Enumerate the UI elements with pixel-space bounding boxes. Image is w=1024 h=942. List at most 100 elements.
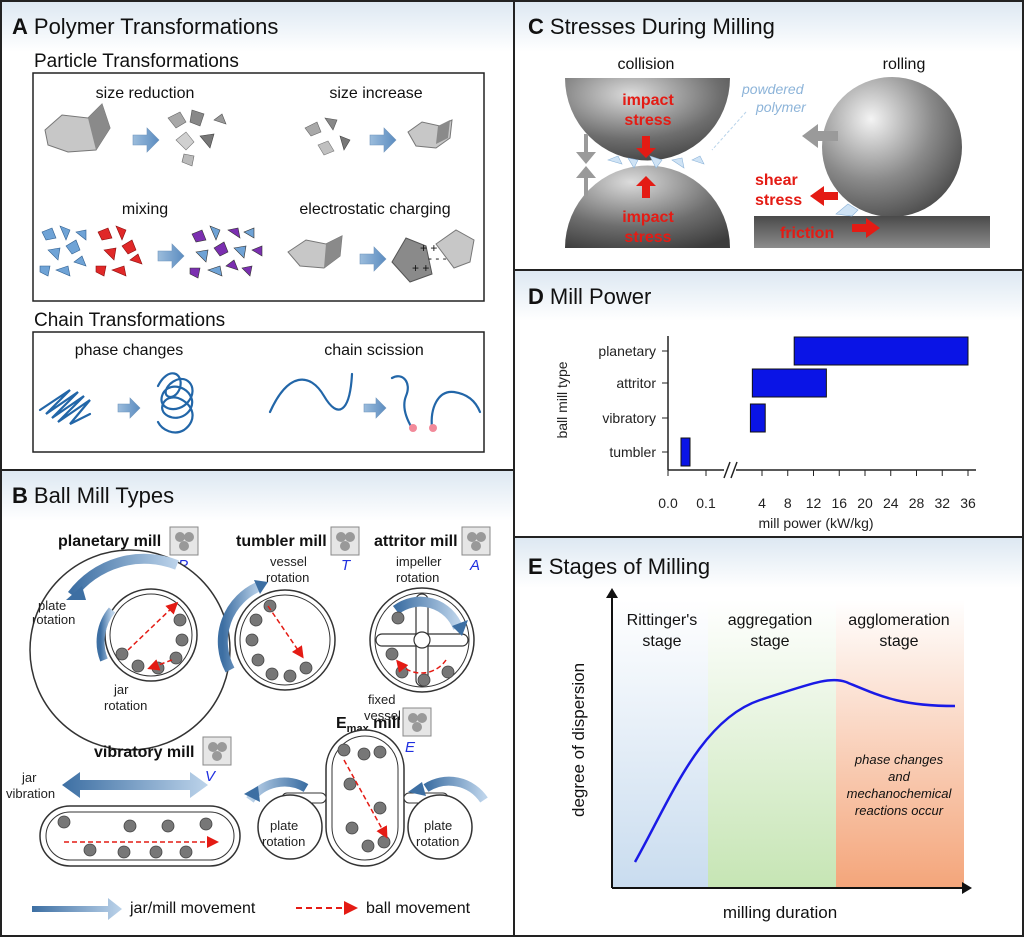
- collision-powder: [607, 155, 705, 169]
- chain-scission-illustration: [268, 372, 482, 432]
- vibratory-balls: [57, 815, 213, 859]
- jar-vibration-label-1: jar: [21, 770, 37, 785]
- impeller-rotation-arrow: [392, 596, 463, 630]
- jar-vibration-arrow: [62, 772, 208, 798]
- impact-stress-top-1: impact: [622, 92, 674, 109]
- arrow-icon: [363, 397, 387, 419]
- tumbler-balls: [245, 599, 313, 683]
- mixing-label: mixing: [122, 201, 168, 218]
- arrow-icon: [117, 397, 141, 419]
- vibratory-icon: [202, 736, 232, 766]
- bar-attritor: [751, 368, 827, 398]
- axis-break-mark-1: [723, 461, 731, 479]
- impact-arrow-down: [636, 136, 656, 158]
- y-axis-arrowhead: [606, 588, 618, 598]
- tumbler-mill-label: tumbler mill: [236, 533, 327, 550]
- panel-d-ylabel: ball mill type: [554, 361, 570, 438]
- panel-e-header-bg: [515, 538, 1022, 588]
- axis-break-mark-2: [730, 461, 738, 479]
- vessel-rotation-label-2: rotation: [266, 570, 309, 585]
- size-increase-label: size increase: [329, 85, 422, 102]
- emax-plate-left: [257, 794, 323, 860]
- impact-stress-top-2: stress: [624, 112, 671, 129]
- bar-planetary: [793, 336, 969, 366]
- rolling-ball: [822, 77, 962, 217]
- xtick-label: 4: [758, 495, 766, 511]
- stage-aggregation-bg: [708, 600, 836, 888]
- up-arrow-icon: [576, 166, 596, 196]
- attritor-icon: [461, 526, 491, 556]
- phase-change-note: phase changes and mechanochemical reacti…: [847, 752, 953, 818]
- note-line-1: phase changes: [854, 752, 944, 767]
- shear-arrow: [810, 186, 838, 206]
- collision-label: collision: [618, 56, 675, 73]
- panel-a-header-bg: [2, 2, 513, 52]
- arrow-icon: [359, 246, 387, 272]
- vibratory-mill-label: vibratory mill: [94, 744, 194, 761]
- panel-d-header-bg: [515, 271, 1022, 321]
- planetary-mill-label: planetary mill: [58, 533, 161, 550]
- arrow-icon: [132, 127, 160, 153]
- x-axis-arrowhead: [962, 882, 972, 894]
- plate-rotation-arrow: [67, 553, 179, 599]
- planetary-icon: [169, 526, 199, 556]
- legend-jar-arrow: [32, 898, 122, 920]
- category-label-attritor: attritor: [616, 375, 656, 391]
- particle-transformations-heading: Particle Transformations: [34, 51, 239, 72]
- jar-rotation-label-1: jar: [113, 682, 129, 697]
- emax-plate-rotation-left-1: plate: [270, 818, 298, 833]
- emax-icon: [402, 707, 432, 737]
- impeller-rotation-label-1: impeller: [396, 554, 442, 569]
- bar-tumbler: [680, 437, 691, 467]
- panel-c-header-bg: [515, 2, 1022, 52]
- shear-stress-label-1: shear: [755, 172, 798, 189]
- attritor-code: A: [469, 557, 480, 574]
- friction-label: friction: [780, 225, 834, 242]
- down-arrow-icon: [576, 134, 596, 164]
- arrow-icon: [157, 243, 185, 269]
- fixed-vessel-label-2: vessel: [364, 708, 401, 723]
- chain-box: [32, 331, 485, 453]
- svg-text:- - -: - - -: [428, 251, 447, 265]
- note-line-3: mechanochemical: [847, 786, 953, 801]
- impeller-rotation-label-2: rotation: [396, 570, 439, 585]
- xtick-label: 24: [883, 495, 899, 511]
- vessel-rotation-arrow: [217, 581, 263, 673]
- friction-arrow: [852, 218, 880, 238]
- xtick-label: 8: [784, 495, 792, 511]
- electrostatic-charging-label: electrostatic charging: [299, 201, 450, 218]
- jar-rotation-arrow: [96, 607, 116, 662]
- fixed-vessel-label-1: fixed: [368, 692, 395, 707]
- panel-d-bars: [680, 336, 969, 467]
- plate-rotation-label-1: plate: [38, 598, 66, 613]
- legend-jar-label: jar/mill movement: [129, 900, 256, 917]
- size-increase-illustration: [304, 117, 453, 156]
- powdered-polymer-label-1: powdered: [741, 81, 805, 97]
- stage-rittinger-bg: [612, 600, 708, 888]
- tumbler-code: T: [341, 557, 352, 574]
- xtick-label: 20: [857, 495, 873, 511]
- collision-ball-bottom: [565, 165, 730, 248]
- stage-3-label-1: agglomeration: [848, 612, 949, 629]
- phase-changes-label: phase changes: [75, 342, 184, 359]
- panel-b-header-bg: [2, 471, 513, 521]
- panel-e-xlabel: milling duration: [723, 903, 837, 922]
- note-line-2: and: [888, 769, 910, 784]
- emax-code: E: [405, 739, 416, 756]
- dispersion-curve: [633, 678, 956, 863]
- svg-text:+ +: + +: [412, 261, 429, 275]
- arrow-icon: [369, 127, 397, 153]
- plate-rotation-label-2: rotation: [32, 612, 75, 627]
- impact-stress-bottom-1: impact: [622, 209, 674, 226]
- emax-balls: [337, 743, 391, 853]
